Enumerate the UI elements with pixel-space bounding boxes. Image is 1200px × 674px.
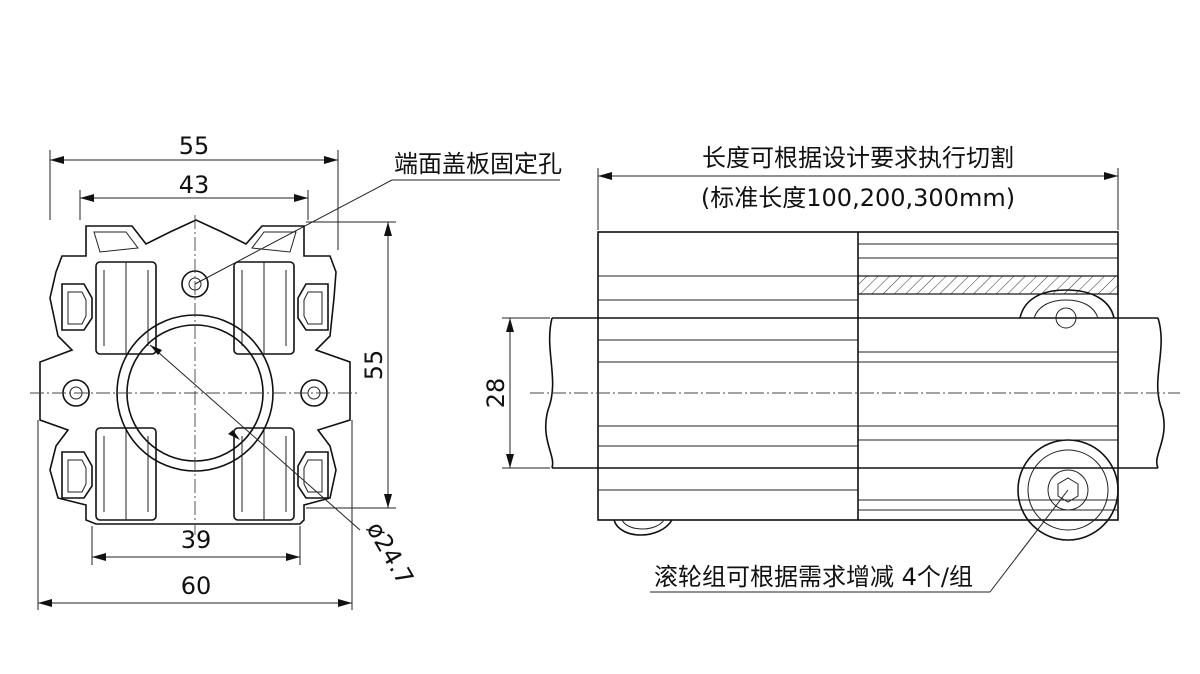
- note-length-std: (标准长度100,200,300mm): [701, 184, 1015, 212]
- note-roller-group: 滚轮组可根据需求增减 4个/组: [654, 563, 973, 591]
- side-view: [530, 231, 1180, 541]
- roller-bottom: [1017, 439, 1119, 541]
- note-length: 长度可根据设计要求执行切割: [702, 144, 1014, 172]
- dim-height-right: 55: [360, 350, 388, 381]
- dimension-texts-right: 长度可根据设计要求执行切割 (标准长度100,200,300mm) 28 滚轮组…: [482, 144, 1015, 591]
- dim-tube-diameter: ø24.7: [361, 517, 419, 590]
- profile-outline: [39, 219, 351, 525]
- roller-top-right: [233, 261, 295, 355]
- tube: [552, 317, 1158, 469]
- dim-bottom-overall: 60: [181, 572, 212, 600]
- dim-bottom-inner: 39: [181, 526, 212, 554]
- note-end-cap-hole: 端面盖板固定孔: [394, 150, 562, 178]
- dim-width-inner: 43: [179, 171, 210, 199]
- roller-top-left: [95, 261, 157, 355]
- dim-tube-height: 28: [482, 378, 510, 409]
- roller-bottom-left: [613, 519, 673, 536]
- roller-top: [1019, 289, 1115, 329]
- dimension-texts-left: 55 43 55 39 60 ø24.7 端面盖板固定孔: [179, 132, 562, 600]
- dimension-lines-right: [502, 168, 1119, 593]
- dimension-lines-left: [37, 150, 560, 610]
- dim-width-overall: 55: [179, 132, 210, 160]
- cross-section-view: [30, 215, 361, 535]
- hatched-section: [857, 275, 1119, 295]
